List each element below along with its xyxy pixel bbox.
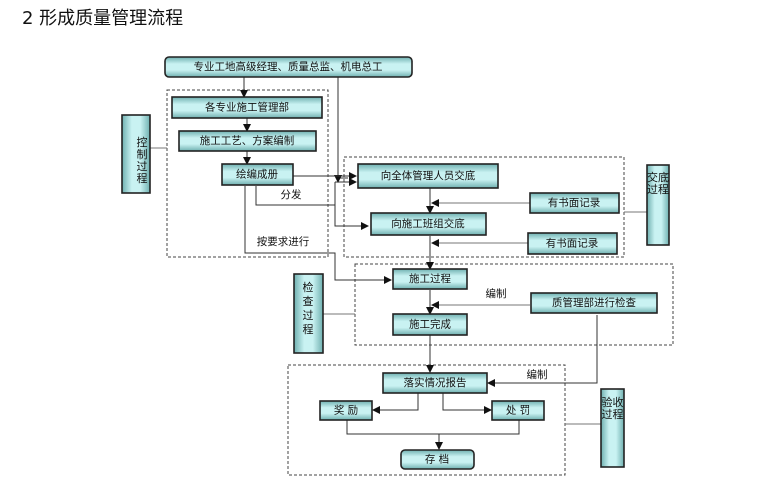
svg-text:控: 控 <box>137 135 148 149</box>
edge-label-as-required: 按要求进行 <box>257 235 310 248</box>
svg-text:程: 程 <box>303 323 314 336</box>
side-label-control: 控 制 过 程 <box>121 114 151 194</box>
node-penalty: 处 罚 <box>491 400 545 421</box>
svg-text:向施工班组交底: 向施工班组交底 <box>391 217 465 230</box>
svg-text:奖 励: 奖 励 <box>334 404 358 417</box>
group-briefing <box>343 156 625 258</box>
svg-text:过: 过 <box>303 309 314 322</box>
svg-text:向全体管理人员交底: 向全体管理人员交底 <box>381 169 476 182</box>
svg-text:过程: 过程 <box>602 408 624 421</box>
side-label-briefing: 交底 过程 <box>646 164 670 246</box>
svg-text:施工过程: 施工过程 <box>409 272 451 285</box>
svg-text:过程: 过程 <box>647 183 669 196</box>
page-title: 2 形成质量管理流程 <box>22 8 184 29</box>
svg-text:查: 查 <box>303 294 314 308</box>
svg-text:绘编成册: 绘编成册 <box>236 168 278 181</box>
svg-text:有书面记录: 有书面记录 <box>546 237 599 250</box>
edge-label-distribute: 分发 <box>281 188 302 201</box>
side-label-acceptance: 验收 过程 <box>600 388 625 468</box>
node-construct: 施工过程 <box>392 268 468 290</box>
svg-text:过: 过 <box>137 160 148 173</box>
svg-text:交底: 交底 <box>647 170 669 184</box>
node-top: 专业工地高级经理、质量总监、机电总工 <box>164 56 413 78</box>
svg-text:落实情况报告: 落实情况报告 <box>404 376 467 389</box>
node-record-1: 有书面记录 <box>529 192 620 214</box>
node-qc-check: 质管理部进行检查 <box>530 292 658 314</box>
group-acceptance <box>287 364 566 476</box>
node-record-2: 有书面记录 <box>527 232 618 255</box>
side-label-inspection: 检 查 过 程 <box>293 273 324 354</box>
node-booklet: 绘编成册 <box>221 163 294 186</box>
svg-text:检: 检 <box>303 280 314 294</box>
svg-text:施工完成: 施工完成 <box>409 318 451 331</box>
svg-text:有书面记录: 有书面记录 <box>548 196 601 209</box>
edge-label-compile-1: 编制 <box>486 287 507 300</box>
svg-text:存 档: 存 档 <box>425 453 449 466</box>
group-inspection <box>354 263 674 346</box>
svg-text:制: 制 <box>137 148 148 161</box>
svg-text:施工工艺、方案编制: 施工工艺、方案编制 <box>200 134 295 147</box>
connectors <box>150 77 647 450</box>
node-report: 落实情况报告 <box>382 372 488 394</box>
svg-text:各专业施工管理部: 各专业施工管理部 <box>205 101 289 114</box>
svg-text:专业工地高级经理、质量总监、机电总工: 专业工地高级经理、质量总监、机电总工 <box>194 60 383 73</box>
node-complete: 施工完成 <box>392 313 468 336</box>
node-reward: 奖 励 <box>319 400 373 421</box>
svg-text:处 罚: 处 罚 <box>506 405 530 417</box>
node-brief-all: 向全体管理人员交底 <box>357 163 499 189</box>
node-plan: 施工工艺、方案编制 <box>178 130 317 152</box>
svg-text:质管理部进行检查: 质管理部进行检查 <box>552 296 636 309</box>
node-brief-team: 向施工班组交底 <box>370 212 487 236</box>
node-archive: 存 档 <box>400 449 475 470</box>
svg-text:程: 程 <box>137 172 148 185</box>
node-dept: 各专业施工管理部 <box>171 96 323 119</box>
edge-label-compile-2: 编制 <box>527 368 548 381</box>
svg-text:验收: 验收 <box>602 395 624 409</box>
